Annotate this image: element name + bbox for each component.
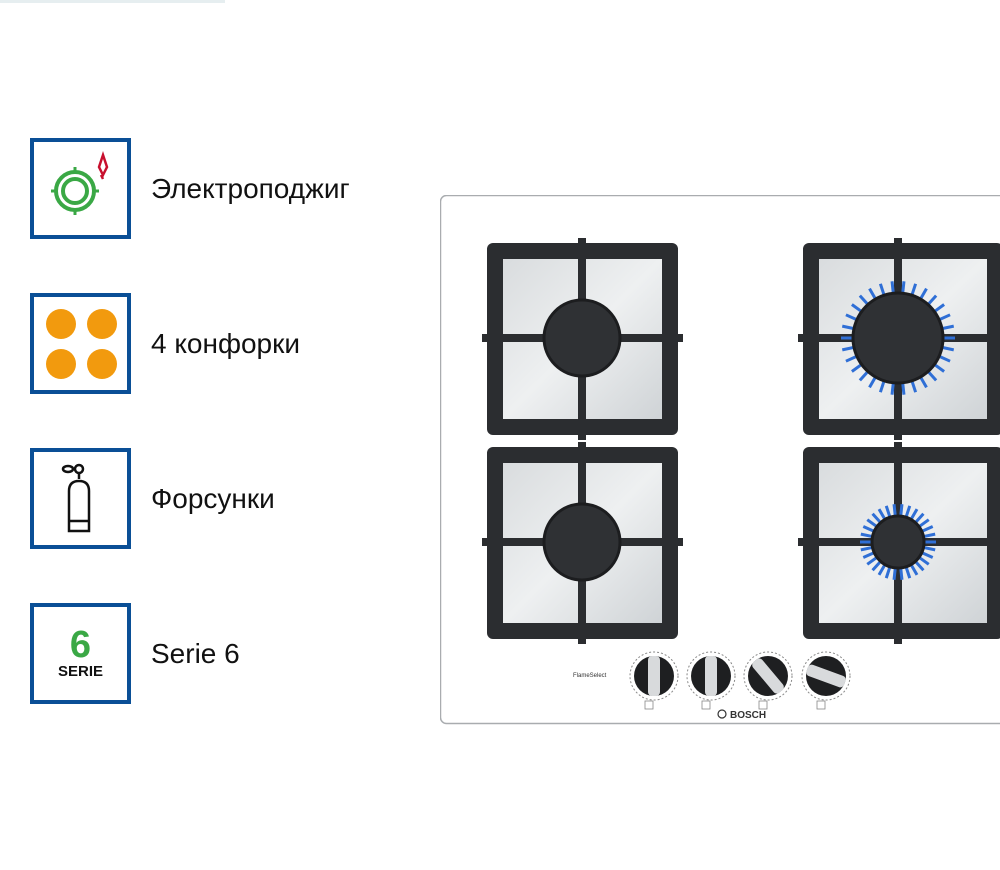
flame (841, 345, 855, 352)
burner-cap (542, 502, 622, 582)
flame (941, 324, 955, 331)
flame (918, 556, 930, 566)
burner-position-icon (816, 700, 826, 710)
flame (878, 283, 886, 296)
flame (910, 283, 918, 296)
flame (909, 508, 919, 521)
feature-label: Электроподжиг (151, 172, 350, 204)
flame (866, 518, 878, 528)
flame (926, 294, 938, 306)
flame (866, 556, 878, 566)
feature-ignition: Электроподжиг (30, 138, 350, 239)
flame (877, 508, 887, 521)
flame (933, 303, 945, 313)
flame (904, 566, 912, 579)
flame (918, 518, 930, 528)
serie-number: 6 (69, 624, 92, 666)
flame (923, 545, 936, 552)
flame (901, 281, 906, 294)
serie-text: SERIE (57, 663, 103, 680)
burner-cap (870, 514, 926, 570)
flame (926, 370, 938, 382)
flame (884, 505, 892, 518)
flame (914, 560, 925, 572)
feature-serie: 6 SERIE Serie 6 (30, 603, 240, 704)
burner-zone (798, 442, 1000, 644)
flame (845, 354, 858, 363)
flame (845, 313, 858, 322)
burner-zone (798, 238, 1000, 440)
flame (884, 566, 892, 579)
flame (910, 380, 918, 393)
feature-label: Форсунки (151, 482, 275, 514)
control-knob[interactable] (743, 651, 793, 710)
flame (862, 551, 875, 559)
gas-hob-image: FlameSelect BOSCH (440, 195, 1000, 725)
flame (890, 281, 895, 294)
serie-badge-icon: 6 SERIE (30, 603, 131, 704)
flame (868, 287, 877, 300)
flame (890, 382, 895, 395)
top-divider (0, 0, 225, 3)
burner-position-icon (758, 700, 768, 710)
brand-logo: BOSCH (730, 710, 766, 721)
burner-cap (542, 298, 622, 378)
flame-select-logo: FlameSelect (573, 673, 607, 679)
flame (941, 345, 955, 352)
control-knob[interactable] (801, 651, 851, 710)
flame (938, 354, 951, 363)
flame (871, 560, 882, 572)
feature-burners: 4 конфорки (30, 293, 300, 394)
flame (919, 376, 928, 389)
flame (914, 512, 925, 524)
ignition-icon (30, 138, 131, 239)
feature-label: Serie 6 (151, 637, 240, 669)
flame (921, 525, 934, 533)
flame (851, 363, 863, 373)
control-knob[interactable] (629, 651, 679, 710)
flame (841, 324, 855, 331)
flame (877, 563, 887, 576)
burner-position-icon (701, 700, 711, 710)
flame (862, 525, 875, 533)
flame (933, 363, 945, 373)
flame (892, 567, 897, 580)
burner-zone (482, 238, 683, 440)
four-burners-icon (30, 293, 131, 394)
flame (919, 287, 928, 300)
flame (909, 563, 919, 576)
flame (899, 567, 904, 580)
flame (938, 313, 951, 322)
burner-position-icon (644, 700, 654, 710)
flame (923, 532, 936, 539)
burner-cap (851, 291, 945, 385)
flame (901, 382, 906, 395)
feature-nozzles: Форсунки (30, 448, 275, 549)
flame (860, 532, 873, 539)
flame (851, 303, 863, 313)
flame (899, 504, 904, 517)
flame (858, 294, 870, 306)
flame (858, 370, 870, 382)
flame (921, 551, 934, 559)
feature-label: 4 конфорки (151, 327, 301, 359)
gas-cylinder-icon (30, 448, 131, 549)
flame (904, 505, 912, 518)
control-knob[interactable] (686, 651, 736, 710)
flame (871, 512, 882, 524)
flame (860, 545, 873, 552)
burner-zone (482, 442, 683, 644)
flame (868, 376, 877, 389)
bosch-logo-icon (717, 709, 727, 719)
flame (892, 504, 897, 517)
flame (878, 380, 886, 393)
